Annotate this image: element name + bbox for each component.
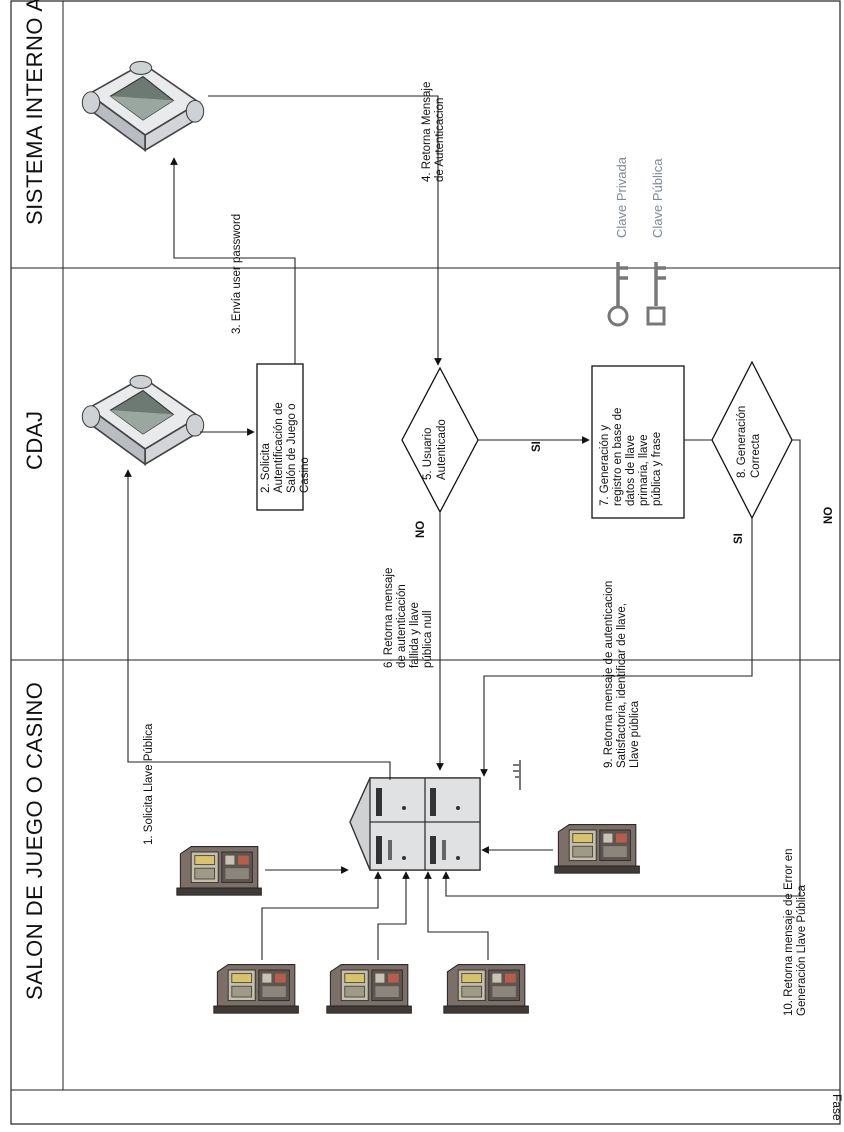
connector-step-1 <box>124 469 391 780</box>
label-step-6-line: 6. Retorna mensaje <box>383 568 395 668</box>
label-step-6: 6. Retorna mensaje de autenticación fall… <box>383 568 434 668</box>
label-step-7: 7. Generación y registro en base de dato… <box>599 408 663 506</box>
label-step-7-line: registro en base de <box>612 408 624 506</box>
server-icon <box>349 777 481 871</box>
connector-slot-c <box>424 871 489 960</box>
label-step-4-line: de Autenticacion <box>434 98 446 182</box>
label-step-9-line: Llave pública <box>629 700 641 768</box>
label-step-5-line: 5. Usuario <box>422 428 434 480</box>
label-step-1: 1. Solicita Llave Pública <box>143 723 155 845</box>
label-step-5-line: Autenticado <box>436 419 448 480</box>
label-step-4: 4. Retorna Mensaje de Autenticacion <box>421 82 446 182</box>
legend-public-key-label: Clave Pública <box>650 158 665 238</box>
label-step-9-line: 9. Retorna mensaje de autenticacion <box>603 581 615 768</box>
label-step-10-line: Generación Llave Pública <box>796 884 808 1016</box>
legend-private-key <box>607 262 629 327</box>
connector-step-10 <box>442 439 801 897</box>
label-step-3: 3. Envía user password <box>231 214 243 334</box>
legend-private-key-label: Clave Privada <box>614 156 629 238</box>
branch-no-step5: NO <box>415 521 427 538</box>
label-step-7-line: 7. Generación y <box>599 425 611 506</box>
diagram-frame <box>10 0 841 1125</box>
label-step-2-line: Autentificación de <box>273 402 285 493</box>
label-step-2-line: 2. Solicita <box>260 443 272 493</box>
label-step-10-line: 10. Retorna mensaje de Error en <box>783 849 795 1016</box>
branch-si-step5: SI <box>531 441 543 452</box>
connector-slot-a <box>261 871 382 960</box>
connector-slot-b <box>377 871 410 960</box>
slot-machine-icon <box>213 963 299 1014</box>
label-step-4-line: 4. Retorna Mensaje <box>421 82 433 182</box>
connector-step-3 <box>170 157 296 364</box>
label-step-7-line: datos de llave <box>625 435 637 506</box>
connector-step-9 <box>480 518 753 777</box>
key-icon <box>513 760 520 790</box>
label-step-2-line: Casino <box>299 457 311 493</box>
label-step-8: 8. Generación Correcta <box>736 406 762 478</box>
branch-si-step8: SI <box>733 533 745 544</box>
process-box-step-7 <box>591 365 685 519</box>
label-step-6-line: de autenticación <box>396 584 408 668</box>
label-step-10: 10. Retorna mensaje de Error en Generaci… <box>783 849 808 1016</box>
branch-no-step8: NO <box>823 507 835 524</box>
lane-title-fase: Fase <box>830 1094 844 1121</box>
lane-title-cdaj: CDAJ <box>22 411 47 470</box>
slot-machine-icon <box>326 963 412 1014</box>
label-step-7-line: primaria, llave <box>638 434 650 506</box>
label-step-9-line: Satisfactoria, identificar de llave, <box>616 603 628 768</box>
slot-machine-icon <box>443 963 530 1014</box>
label-step-8-line: Correcta <box>750 433 762 478</box>
label-step-7-line: pública y frase <box>651 432 663 506</box>
label-step-2: 2. Solicita Autentificación de Salón de … <box>260 402 311 493</box>
connector-step-4 <box>208 95 442 366</box>
label-step-8-line: 8. Generación <box>736 406 748 478</box>
label-step-6-line: pública null <box>422 610 434 668</box>
slot-machine-icon <box>554 823 641 874</box>
lane-title-salon: SALON DE JUEGO O CASINO <box>22 682 47 1000</box>
label-step-6-line: fallida y llave <box>409 602 421 668</box>
label-step-5: 5. Usuario Autenticado <box>422 419 448 480</box>
label-step-2-line: Salón de Juego o <box>286 403 298 493</box>
label-step-9: 9. Retorna mensaje de autenticacion Sati… <box>603 581 641 768</box>
lane-title-sistema: SISTEMA INTERNO AJ <box>22 0 47 225</box>
process-box-step-2 <box>256 363 304 511</box>
slot-machine-icon <box>176 845 262 896</box>
firewall-icon <box>81 374 205 466</box>
legend-public-key <box>646 262 666 326</box>
firewall-icon <box>81 60 205 152</box>
